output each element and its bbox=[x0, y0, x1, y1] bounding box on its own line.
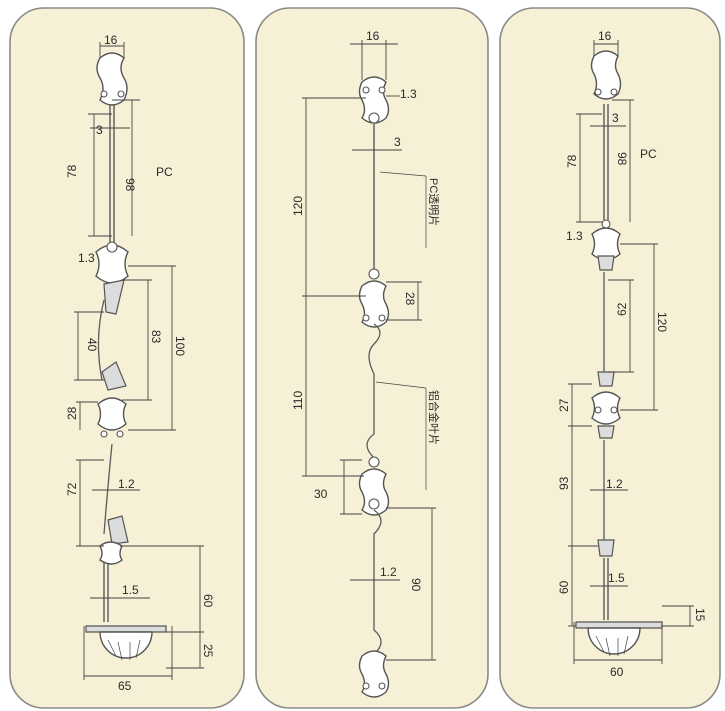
panel-3: 16 3 78 98 PC 1.3 62 120 27 93 1.2 60 1.… bbox=[499, 7, 721, 709]
panel-3-dim-lip: 1.3 bbox=[566, 229, 583, 243]
panel-2-dim-lip: 1.3 bbox=[400, 87, 417, 101]
panel-2-dim-gap: 3 bbox=[394, 135, 401, 149]
panel-2-dim-span-upper: 120 bbox=[291, 196, 305, 216]
panel-2-bottom-profile bbox=[358, 650, 390, 698]
panel-3-joint-low bbox=[597, 539, 615, 620]
panel-1-dim-rod-right: 98 bbox=[123, 178, 137, 192]
panel-3-dim-seg-c: 93 bbox=[557, 476, 571, 490]
panel-1-dim-seg-b: 83 bbox=[149, 330, 163, 344]
panel-1-dim-base-w: 65 bbox=[118, 679, 132, 693]
panel-3-dim-height-mid: 27 bbox=[557, 398, 571, 412]
panel-3-dim-width-top: 16 bbox=[598, 29, 612, 43]
panel-1-frame bbox=[9, 7, 245, 709]
panel-2-pc-strip-note: PC透明片 bbox=[427, 178, 440, 226]
panel-2-dim-width-top: 16 bbox=[366, 29, 380, 43]
panel-3-dim-gap: 3 bbox=[612, 111, 619, 125]
panel-2-joint-lower bbox=[358, 468, 390, 516]
panel-1-dim-wall-b: 1.5 bbox=[122, 583, 139, 597]
panel-2-frame bbox=[255, 7, 489, 709]
panel-2-dim-height-link: 28 bbox=[403, 292, 417, 306]
panel-2-dim-span-bottom: 90 bbox=[409, 578, 423, 592]
panel-1-dim-seg-d: 72 bbox=[65, 482, 79, 496]
panel-3-pc-rod bbox=[603, 104, 609, 220]
panel-1-blade-lower bbox=[103, 443, 113, 535]
panel-1-clip-low bbox=[107, 515, 129, 545]
panel-1-dim-gap: 3 bbox=[96, 123, 103, 137]
panel-1-dim-seg-a: 40 bbox=[85, 338, 99, 352]
panel-3-dim-base-w: 60 bbox=[610, 665, 624, 679]
panel-1-joint-mid bbox=[97, 397, 127, 438]
panel-3-dim-seg-b: 120 bbox=[655, 312, 669, 332]
panel-3-dim-base-h: 15 bbox=[693, 608, 707, 622]
panel-1-dim-wall-a: 1.2 bbox=[118, 477, 135, 491]
panel-3-dim-seg-d: 60 bbox=[557, 580, 571, 594]
panel-1-joint-upper bbox=[95, 241, 129, 315]
panel-3-dim-rod-right: 98 bbox=[615, 152, 629, 166]
panel-1-dim-height-mid: 28 bbox=[65, 406, 79, 420]
panel-1-dimensions bbox=[74, 42, 204, 680]
panel-3-top-profile bbox=[590, 50, 622, 100]
panel-2-alloy-blade-note: 铝合金叶片 bbox=[427, 390, 441, 445]
panel-2-dimensions bbox=[302, 40, 436, 661]
panel-2: 16 1.3 3 120 PC透明片 28 110 铝合金叶片 30 1.2 9… bbox=[255, 7, 489, 709]
panel-3-joint-mid bbox=[591, 371, 621, 439]
panel-1-dim-lip: 1.3 bbox=[78, 251, 95, 265]
panel-1-lower-rod bbox=[99, 541, 123, 622]
panel-1-dim-seg-c: 100 bbox=[173, 336, 187, 356]
panel-2-alloy-blade-upper bbox=[366, 323, 381, 459]
panel-1-dim-seg-e: 60 bbox=[201, 594, 215, 608]
panel-3-frame bbox=[499, 7, 721, 709]
panel-3-dimensions bbox=[568, 40, 694, 664]
panel-3-joint-upper bbox=[591, 219, 621, 271]
panel-1: 16 3 78 98 PC 1.3 40 83 100 28 72 1.2 1.… bbox=[9, 7, 245, 709]
panel-3-dim-wall-a: 1.2 bbox=[606, 477, 623, 491]
panel-1-base bbox=[85, 625, 167, 661]
panel-2-dim-wall: 1.2 bbox=[380, 565, 397, 579]
panel-2-top-profile bbox=[358, 76, 390, 124]
panel-3-material-label: PC bbox=[640, 147, 657, 161]
panel-3-dim-seg-a: 62 bbox=[615, 302, 629, 316]
panel-2-dim-span-lower: 110 bbox=[291, 391, 305, 410]
panel-1-dim-rod-left: 78 bbox=[65, 164, 79, 178]
panel-3-dim-rod-left: 78 bbox=[565, 154, 579, 168]
panel-1-dim-base-h: 25 bbox=[201, 644, 215, 658]
panel-2-dim-height-low: 30 bbox=[314, 487, 328, 501]
panel-1-pc-rod bbox=[109, 104, 115, 244]
panel-1-top-profile bbox=[96, 52, 128, 106]
panel-1-material-label: PC bbox=[156, 165, 173, 179]
panel-1-blade-upper bbox=[97, 299, 105, 381]
panel-1-dim-width-top: 16 bbox=[104, 33, 118, 47]
panel-1-clip-mid bbox=[101, 361, 127, 391]
panel-3-dim-wall-b: 1.5 bbox=[608, 571, 625, 585]
panel-2-alloy-blade-lower bbox=[373, 509, 382, 655]
panel-2-joint-upper bbox=[358, 280, 390, 328]
